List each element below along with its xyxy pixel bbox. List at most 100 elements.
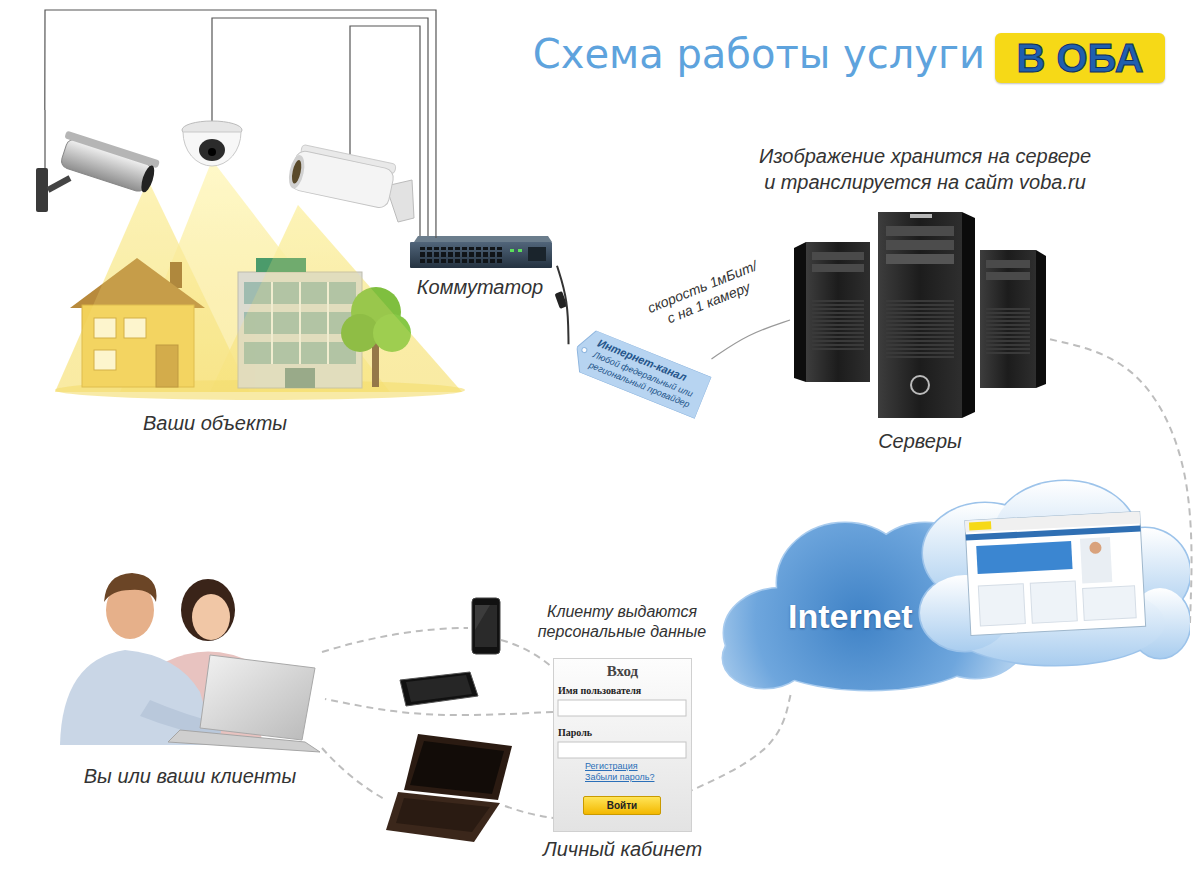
server-picture [1036, 250, 1046, 388]
light-tint [55, 180, 462, 392]
bullet-camera [56, 131, 160, 196]
people-picture [200, 655, 315, 740]
box-camera [286, 143, 396, 209]
box-camera [286, 143, 414, 222]
camera-wire [45, 18, 428, 238]
device-link [322, 748, 386, 800]
annotation-note: Клиенту выдаются персональные данные [537, 602, 708, 642]
form-panel [558, 742, 686, 758]
laptop-picture [386, 792, 500, 842]
tag-shape [581, 346, 588, 353]
objects-group: Ваши объекты [30, 110, 400, 440]
cloud-shape [1089, 542, 1102, 555]
light-cones [55, 160, 462, 392]
tablet-picture [400, 672, 478, 706]
people-picture [192, 594, 230, 640]
edge-label: скорость 1мБит/с на 1 камеру [643, 257, 766, 333]
phone-picture [472, 598, 500, 654]
form-title: Вход [553, 662, 692, 680]
bullet-camera [139, 164, 157, 194]
switch-picture [418, 247, 502, 263]
cloud-shape [1030, 581, 1077, 623]
internet-cloud: Internet [720, 478, 1190, 695]
server-picture [911, 376, 929, 394]
dome-camera [208, 148, 216, 156]
connector [325, 699, 553, 715]
tablet-picture [406, 675, 472, 702]
field-label: Пароль [558, 727, 592, 739]
bullet-camera [36, 168, 48, 212]
node-caption: Коммутатор [403, 274, 557, 300]
switch-node: Коммутатор [403, 238, 557, 304]
phone-picture [475, 605, 497, 647]
cloud-shape [723, 628, 807, 688]
bullet-camera [36, 131, 160, 212]
dome-camera [183, 132, 241, 166]
switch-picture [410, 236, 552, 268]
light-cones [210, 205, 462, 392]
cloud-shape [1083, 586, 1137, 621]
switch-picture [528, 247, 546, 261]
form-panel [558, 700, 686, 716]
tag-shape [569, 326, 712, 419]
server-picture [812, 300, 864, 350]
people-picture [60, 573, 320, 752]
annotation-note: Изображение хранится на сервере и трансл… [758, 143, 1093, 195]
box-camera [290, 159, 303, 184]
diagram-title: Схема работы услуги [533, 28, 985, 80]
cloud-shape [978, 584, 1025, 626]
connector [711, 320, 790, 359]
button-text: Войти [584, 799, 660, 812]
phone-picture [475, 605, 490, 630]
connector [557, 266, 569, 344]
camera-wire [212, 18, 428, 238]
connector [692, 695, 791, 790]
server-picture [812, 264, 864, 272]
cloud-shape [966, 525, 1141, 540]
cloud-shape [720, 478, 1190, 695]
connector [45, 10, 436, 238]
light-tint [55, 180, 250, 392]
server-picture [910, 214, 932, 218]
cloud-shape [969, 521, 991, 530]
cloud-shape [976, 541, 1072, 574]
light-tint [210, 205, 462, 392]
dome-camera [199, 139, 225, 161]
form-link: Забыли пароль? [585, 772, 654, 783]
server-picture [986, 306, 1030, 354]
cloud-shape [965, 511, 1146, 635]
server-picture [886, 254, 954, 264]
cloud-shape [920, 481, 1190, 665]
cloud-shape [723, 628, 807, 688]
server-picture [886, 300, 954, 360]
form-link: Регистрация [585, 761, 638, 772]
field-label: Имя пользователя [558, 685, 641, 697]
laptop-picture [410, 741, 504, 794]
login-form: Войти ВходИмя пользователяПарольРегистрац… [553, 658, 692, 832]
server-picture [878, 212, 962, 418]
servers-node: Серверы [790, 200, 1050, 458]
device-link [501, 640, 553, 668]
form-panel [554, 659, 692, 832]
dome-camera [182, 121, 242, 166]
channel-tag: Интернет-каналЛюбой федеральный или реги… [569, 326, 712, 419]
server-picture [886, 240, 954, 250]
box-camera [289, 149, 395, 209]
bullet-camera [48, 178, 70, 190]
device-link [505, 806, 553, 818]
people-picture [104, 573, 157, 602]
login-button: Войти [583, 796, 661, 815]
laptop-picture [396, 798, 490, 832]
device-link [322, 628, 468, 652]
laptop-picture [386, 734, 512, 842]
switch-picture [414, 236, 552, 242]
logo-badge: В ОБА [995, 33, 1165, 83]
server-picture [980, 250, 1036, 388]
logo-text: В ОБА [995, 35, 1165, 81]
server-picture [812, 252, 864, 260]
phone-picture [472, 598, 500, 654]
node-caption: Личный кабинет [513, 836, 732, 862]
server-picture [962, 212, 975, 418]
cloud-shape [965, 511, 1146, 635]
